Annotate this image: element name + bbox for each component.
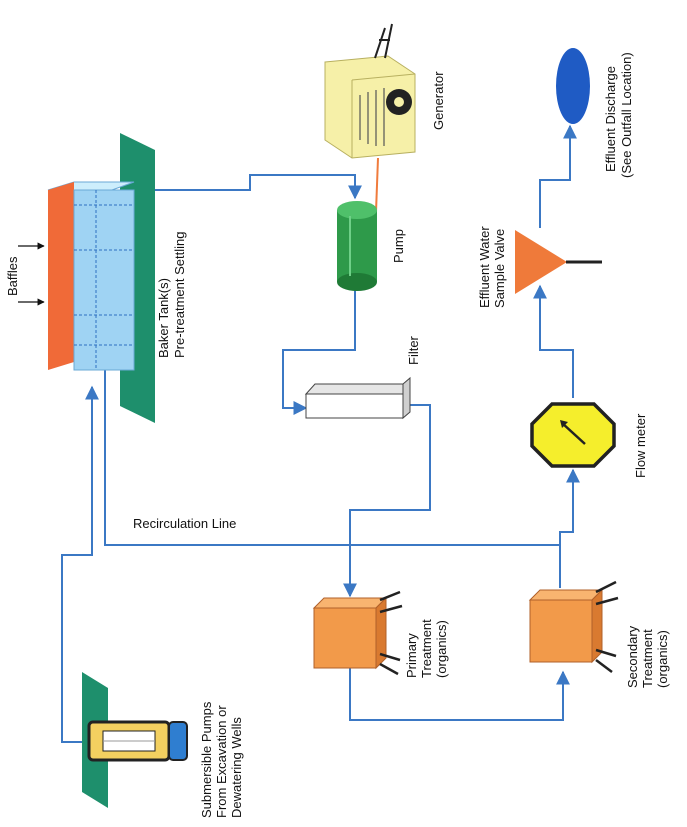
filter-label: Filter [406, 335, 421, 365]
pipe-filter-to-primary [343, 404, 431, 598]
secondary-treatment-label-1: Secondary [625, 625, 640, 688]
submersible-pumps-label-2: From Excavation or [214, 705, 229, 818]
primary-treatment-label-3: (organics) [434, 620, 449, 678]
secondary-treatment-label-2: Treatment [640, 629, 655, 688]
pipe-primary-to-secondary [349, 666, 570, 721]
pipe-flowmeter-to-valve [533, 284, 574, 398]
baffles-label: Baffles [5, 256, 20, 296]
pipe-submersible-to-tank [61, 385, 99, 743]
generator [324, 23, 416, 213]
submersible-pumps-label-3: Dewatering Wells [229, 717, 244, 818]
power-line [375, 157, 379, 213]
flow-meter [530, 402, 616, 468]
pipe-network [61, 124, 580, 743]
sample-valve-label-2: Sample Valve [492, 229, 507, 308]
pipe-pump-to-filter [282, 290, 356, 415]
sample-valve-triangle [515, 230, 567, 294]
pump-body [337, 210, 377, 282]
pump [337, 201, 377, 291]
sample-valve-label-1: Effluent Water [477, 226, 492, 308]
pump-label: Pump [391, 229, 406, 263]
sample-valve [515, 230, 602, 294]
flow-meter-label: Flow meter [633, 413, 648, 478]
baker-tank-label: Baker Tank(s) [156, 278, 171, 358]
submersible-pump [82, 672, 188, 808]
submersible-pumps-label-1: Submersible Pumps [199, 701, 214, 818]
flow-meter-octagon [530, 402, 616, 468]
primary-treatment-label-1: Primary [404, 633, 419, 678]
baker-tank [18, 133, 155, 423]
generator-body [324, 55, 416, 159]
effluent-discharge-label-2: (See Outfall Location) [619, 52, 634, 178]
pipe-tank-to-pump [140, 174, 362, 200]
effluent-discharge-label-1: Effluent Discharge [603, 66, 618, 172]
generator-handle [374, 23, 393, 59]
effluent-discharge-oval [556, 48, 590, 124]
pipe-secondary-to-flowmeter [559, 468, 580, 588]
primary-treatment [312, 590, 403, 676]
pipe-valve-to-discharge [539, 124, 577, 228]
secondary-treatment [528, 580, 619, 673]
recirculation-line [98, 350, 560, 546]
tank-front-face [73, 189, 135, 371]
primary-treatment-label-2: Treatment [419, 619, 434, 678]
generator-label: Generator [431, 71, 446, 130]
secondary-treatment-label-3: (organics) [655, 630, 670, 688]
filter [304, 376, 411, 420]
flow-meter-needle [561, 422, 586, 445]
recirculation-line-label: Recirculation Line [133, 516, 236, 531]
tank-orange-side [48, 182, 74, 370]
baker-tank-sublabel: Pre-treatment Settling [172, 232, 187, 358]
